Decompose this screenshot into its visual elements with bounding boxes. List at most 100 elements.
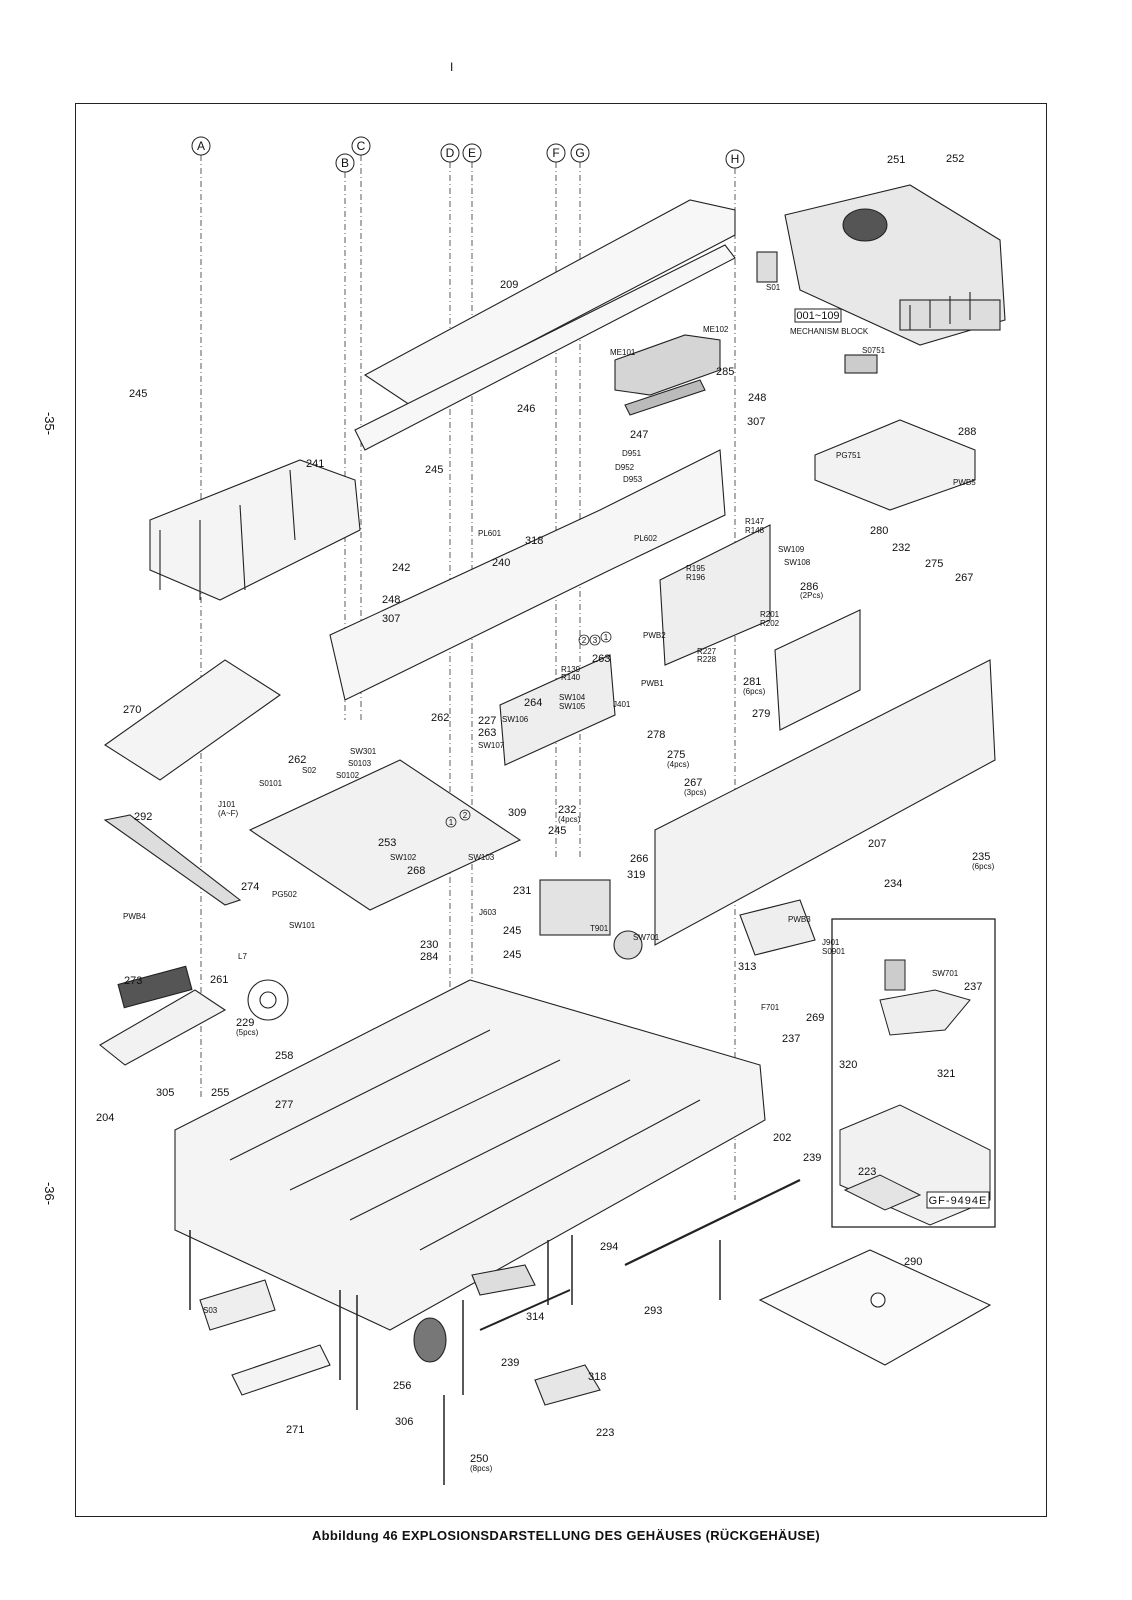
plate-271 bbox=[231, 1344, 331, 1396]
circle-ref-e: E bbox=[462, 143, 482, 163]
plate-223-bottom bbox=[534, 1364, 601, 1406]
part-label-286-qty: (2Pcs) bbox=[800, 591, 823, 600]
part-label-263: 263 bbox=[478, 727, 496, 739]
screws-250 bbox=[189, 1230, 721, 1485]
circled-number-1: 1 bbox=[604, 633, 609, 642]
part-label-294: 294 bbox=[600, 1241, 618, 1253]
rod-293 bbox=[624, 1179, 801, 1266]
block-273 bbox=[117, 965, 193, 1009]
circle-ref-d: D bbox=[440, 143, 460, 163]
front-panel-207 bbox=[654, 659, 996, 946]
part-label-262: 262 bbox=[288, 754, 306, 766]
meter-plate-285 bbox=[624, 379, 706, 416]
part-label-229-qty: (5pcs) bbox=[236, 1028, 259, 1037]
circled-number-3: 3 bbox=[593, 636, 598, 645]
part-label-232: 232 bbox=[892, 542, 910, 554]
part-label-256: 256 bbox=[393, 1380, 411, 1392]
part-label-j603: J603 bbox=[479, 908, 497, 917]
part-label-r140: R140 bbox=[561, 673, 581, 682]
figure-caption: Abbildung 46 EXPLOSIONSDARSTELLUNG DES G… bbox=[0, 1528, 1132, 1543]
part-label-270: 270 bbox=[123, 704, 141, 716]
part-label-j901: J901 bbox=[822, 938, 840, 947]
part-label-sw102: SW102 bbox=[390, 853, 417, 862]
part-label-sw103: SW103 bbox=[468, 853, 495, 862]
part-label-247: 247 bbox=[630, 429, 648, 441]
svg-text:H: H bbox=[731, 152, 740, 166]
part-label-d953: D953 bbox=[623, 475, 643, 484]
part-label-248: 248 bbox=[382, 594, 400, 606]
part-label-251: 251 bbox=[887, 154, 905, 166]
part-label-pwb3: PWB3 bbox=[788, 915, 811, 924]
circle-ref-h: H bbox=[725, 149, 745, 169]
part-label-250-qty: (8pcs) bbox=[470, 1464, 493, 1473]
part-label-l7: L7 bbox=[238, 952, 247, 961]
circle-ref-a: A bbox=[191, 136, 211, 156]
svg-text:F: F bbox=[552, 146, 559, 160]
part-label-274: 274 bbox=[241, 881, 259, 893]
part-label-277: 277 bbox=[275, 1099, 293, 1111]
part-label-245: 245 bbox=[129, 388, 147, 400]
svg-text:B: B bbox=[341, 156, 349, 170]
circuit-board-pwb3 bbox=[739, 899, 816, 956]
part-label-sw701-inset: SW701 bbox=[932, 969, 959, 978]
svg-text:A: A bbox=[197, 139, 205, 153]
flat-cable-292 bbox=[103, 814, 242, 906]
part-label-s0751: S0751 bbox=[862, 346, 886, 355]
circle-ref-g: G bbox=[570, 143, 590, 163]
part-label-j101-qty: (A~F) bbox=[218, 809, 239, 818]
part-label-s0101: S0101 bbox=[259, 779, 283, 788]
part-label-279: 279 bbox=[752, 708, 770, 720]
part-label-me101: ME101 bbox=[610, 348, 636, 357]
plate-314 bbox=[471, 1264, 536, 1296]
part-label-239: 239 bbox=[501, 1357, 519, 1369]
part-label-286: 286 bbox=[800, 581, 818, 593]
circle-ref-f: F bbox=[546, 143, 566, 163]
part-label-234: 234 bbox=[884, 878, 902, 890]
cover-plate-270 bbox=[104, 659, 281, 781]
part-label-pwb4: PWB4 bbox=[123, 912, 146, 921]
part-label-s01: S01 bbox=[766, 283, 781, 292]
part-label-267: 267 bbox=[684, 777, 702, 789]
part-label-318: 318 bbox=[588, 1371, 606, 1383]
part-label-r228: R228 bbox=[697, 655, 717, 664]
plate-279 bbox=[774, 609, 861, 731]
page-marker: I bbox=[450, 60, 454, 74]
part-label-250: 250 bbox=[470, 1453, 488, 1465]
part-label-258: 258 bbox=[275, 1050, 293, 1062]
part-label-s0103: S0103 bbox=[348, 759, 372, 768]
part-label-245: 245 bbox=[548, 825, 566, 837]
part-label-237-inset: 237 bbox=[964, 981, 982, 993]
part-label-255: 255 bbox=[211, 1087, 229, 1099]
part-label-223-inset: 223 bbox=[858, 1166, 876, 1178]
part-label-pl602: PL602 bbox=[634, 534, 658, 543]
part-label-313: 313 bbox=[738, 961, 756, 973]
left-frame-241 bbox=[149, 459, 361, 601]
part-label-sw109: SW109 bbox=[778, 545, 805, 554]
circuit-board-pwb2 bbox=[659, 524, 771, 666]
part-label-307: 307 bbox=[382, 613, 400, 625]
part-label-285: 285 bbox=[716, 366, 734, 378]
circled-number-2: 2 bbox=[582, 636, 587, 645]
connector-s0751 bbox=[844, 354, 878, 374]
part-label-232-qty: (4pcs) bbox=[558, 815, 581, 824]
bracket-204 bbox=[99, 989, 227, 1066]
part-label-271: 271 bbox=[286, 1424, 304, 1436]
svg-text:C: C bbox=[357, 139, 366, 153]
part-label-253: 253 bbox=[378, 837, 396, 849]
part-label-275: 275 bbox=[667, 749, 685, 761]
part-label-d952: D952 bbox=[615, 463, 635, 472]
part-label-290: 290 bbox=[904, 1256, 922, 1268]
part-label-pwb2: PWB2 bbox=[643, 631, 666, 640]
part-label-sw107: SW107 bbox=[478, 741, 505, 750]
part-label-s02: S02 bbox=[302, 766, 317, 775]
rod-239 bbox=[479, 1289, 571, 1331]
connector-board-s03 bbox=[199, 1279, 276, 1331]
part-label-r139: R139 bbox=[561, 665, 581, 674]
inset-detail-box: GF-9494E bbox=[831, 918, 996, 1228]
part-label-r196: R196 bbox=[686, 573, 706, 582]
part-label-d951: D951 bbox=[622, 449, 642, 458]
part-label-235-qty: (6pcs) bbox=[972, 862, 995, 871]
part-label-231: 231 bbox=[513, 885, 531, 897]
part-label-262: 262 bbox=[431, 712, 449, 724]
part-label-232: 232 bbox=[558, 804, 576, 816]
